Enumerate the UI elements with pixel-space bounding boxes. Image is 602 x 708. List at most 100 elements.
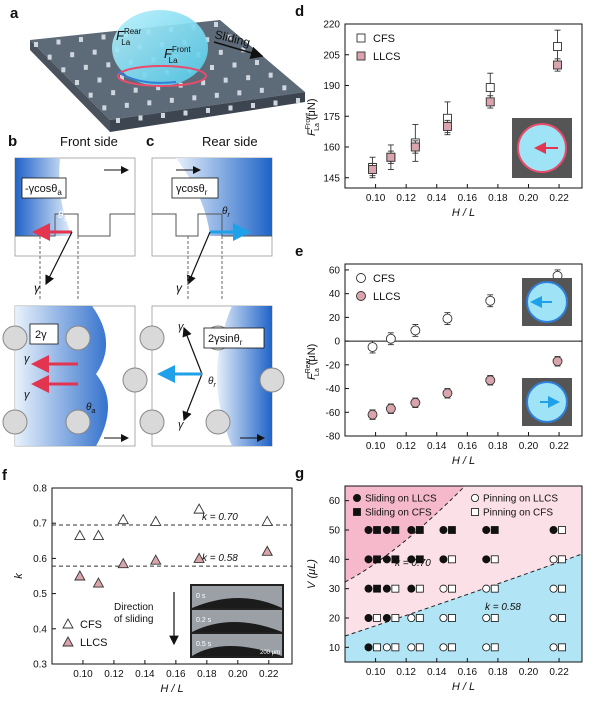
cfs-marker — [391, 555, 400, 564]
pillar-a — [156, 85, 161, 91]
inset-f-drop-0 — [192, 598, 282, 608]
cfs-marker — [373, 584, 381, 593]
data-point-e-1-1 — [385, 403, 396, 414]
llcs-marker — [439, 643, 448, 652]
y-tick-label-f: 0.7 — [33, 519, 47, 530]
pillar-a — [124, 102, 129, 108]
data-point-f-legend-1 — [62, 636, 74, 647]
data-point-e-1-2 — [410, 397, 421, 408]
theta-r-lower: θr — [208, 376, 216, 389]
cfs-marker — [415, 555, 424, 564]
contact-line-rear — [117, 71, 177, 84]
data-point-d-legend-0 — [356, 33, 366, 43]
llcs-marker — [407, 526, 416, 535]
x-tick-label-g: 0.14 — [427, 667, 447, 678]
pillar-a — [116, 118, 120, 123]
y-tick-label-f: 0.3 — [33, 660, 47, 671]
direction-label-line-1: of sliding — [114, 614, 153, 625]
gamma-label-b: γ — [34, 281, 41, 295]
llcs-marker — [549, 614, 558, 623]
force-label-box-c — [171, 177, 219, 199]
pillar-a — [214, 22, 218, 27]
pillar-a — [228, 105, 233, 111]
x-axis-label-d: H / L — [452, 207, 475, 219]
data-point-f-0-2 — [117, 513, 129, 525]
data-point-f-legend-0 — [62, 618, 74, 629]
llcs-marker — [407, 555, 416, 564]
data-point-e-0-4 — [485, 295, 496, 306]
y-tick-label-g: 60 — [329, 496, 341, 507]
pillar-b-5 — [122, 367, 148, 393]
y-tick-label-e: 60 — [329, 265, 341, 276]
y-label-unit-e: (μN) — [306, 344, 318, 366]
llcs-marker — [482, 526, 491, 535]
cfs-marker — [373, 526, 381, 534]
pillar-a — [169, 97, 174, 103]
x-tick-label-d: 0.12 — [396, 193, 416, 204]
llcs-marker — [407, 584, 416, 593]
pillar-a — [232, 62, 237, 68]
cfs-marker — [391, 584, 400, 593]
y-tick-label-f: 0.4 — [33, 624, 47, 635]
pillar-a — [251, 103, 255, 108]
cfs-marker — [448, 643, 456, 652]
pillar-a — [147, 100, 152, 106]
pillar-a — [205, 37, 210, 43]
pillar-a — [133, 87, 138, 93]
x-tick-label-g: 0.10 — [366, 667, 386, 678]
pillar-a — [111, 90, 116, 96]
boundary-k-high — [344, 485, 466, 583]
cfs-marker — [373, 643, 381, 652]
pillar-c-3 — [139, 409, 165, 435]
x-tick-label-e: 0.12 — [396, 441, 416, 452]
axes-frame-f — [51, 487, 293, 665]
y-label-main-d: F — [306, 128, 318, 136]
pillar-a — [268, 72, 273, 78]
cfs-marker — [373, 614, 381, 622]
legend-label-d-1: LLCS — [373, 51, 401, 63]
pillar-a — [214, 92, 219, 98]
cfs-marker — [490, 614, 499, 622]
data-point-f-0-4 — [193, 503, 205, 514]
x-tick-label-e: 0.10 — [366, 441, 386, 452]
y-label-unit-d: (μN) — [306, 99, 318, 121]
data-point-f-1-0 — [74, 570, 86, 581]
llcs-marker — [549, 555, 558, 564]
region-sliding-mid — [345, 486, 582, 636]
llcs-marker — [382, 555, 391, 564]
data-point-d-0-4 — [485, 83, 495, 93]
cfs-marker — [490, 526, 499, 534]
pillar-b-1 — [2, 325, 28, 351]
llcs-marker — [439, 555, 448, 564]
x-axis-label-e: H / L — [452, 455, 475, 467]
cfs-marker — [558, 643, 566, 652]
y-tick-label-e: -40 — [326, 384, 341, 395]
x-tick-label-d: 0.16 — [458, 193, 478, 204]
llcs-marker — [364, 584, 373, 593]
llcs-marker — [549, 526, 558, 535]
region-pinning — [345, 554, 582, 662]
y-tick-label-d: 145 — [323, 173, 340, 184]
data-point-f-1-5 — [261, 545, 273, 556]
x-tick-label-f: 0.16 — [166, 669, 186, 680]
pillar-a — [296, 98, 300, 103]
pillar-a — [161, 113, 165, 118]
y-tick-label-g: 10 — [329, 643, 341, 654]
llcs-marker — [482, 643, 491, 652]
y-label-main-e: F — [306, 372, 318, 380]
pillar-a — [210, 65, 214, 70]
llcs-marker — [364, 555, 373, 564]
pillar-a — [246, 75, 251, 81]
y-tick-label-f: 0.8 — [33, 484, 47, 495]
data-point-e-1-0 — [367, 409, 378, 420]
cfs-marker — [415, 643, 424, 652]
y-tick-label-d: 220 — [323, 20, 340, 31]
panel-letter-f: f — [2, 467, 8, 484]
y-tick-label-g: 20 — [329, 614, 341, 625]
data-point-d-0-5 — [553, 42, 562, 51]
annotation-k-high-f: k = 0.70 — [202, 512, 238, 523]
